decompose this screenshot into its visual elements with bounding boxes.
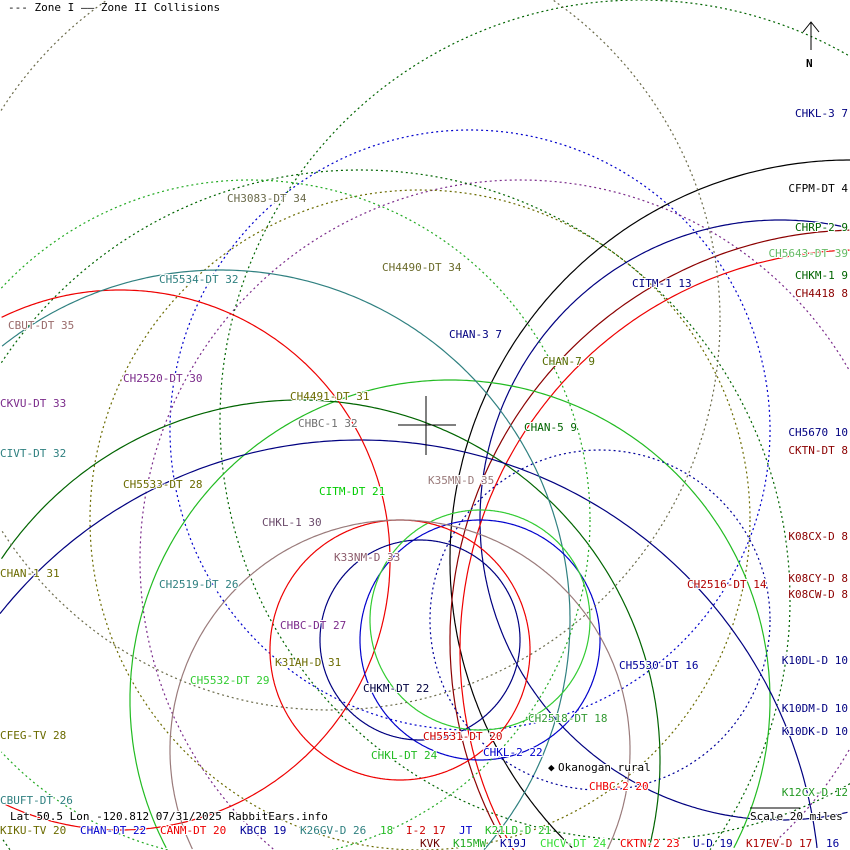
station-label: CH2516-DT 14 (687, 578, 767, 591)
station-label: CH4490-DT 34 (382, 261, 462, 274)
contour (0, 179, 591, 850)
station-labels: CHKL-3 7 CFPM-DT 4 CHRP-2 9 CH5643-DT 39 CHK… (0, 106, 849, 850)
station-label: KVK (420, 837, 440, 850)
station-label: CH5533-DT 28 (123, 478, 202, 491)
contour (139, 179, 850, 850)
station-label: CH4491-DT 31 (290, 390, 369, 403)
station-label: CHKM-DT 22 (363, 682, 429, 695)
site-label: Okanogan rural (558, 761, 651, 774)
station-label: CHKL-1 30 (262, 516, 322, 529)
station-label: CHKL-3 7 (795, 107, 848, 120)
contour (0, 169, 791, 850)
station-label: CHAN-3 7 (449, 328, 502, 341)
location-info: Lat 50.5 Lon -120.812 07/31/2025 RabbitE… (10, 810, 328, 823)
station-label: K17EV-D 17 (746, 837, 812, 850)
station-label: CHBC-1 32 (298, 417, 358, 430)
station-label: CHAN-5 9 (524, 421, 577, 434)
station-label: CHAN-7 9 (542, 355, 595, 368)
station-label: CH5531-DT 20 (423, 730, 502, 743)
station-label: CIVT-DT 32 (0, 447, 66, 460)
contour (129, 379, 771, 849)
contour (0, 0, 721, 711)
station-label: CH5534-DT 32 (159, 273, 238, 286)
station-label: K33NM-D 33 (334, 551, 400, 564)
scale-label: Scale 20 miles (750, 810, 843, 823)
station-label: 16 (826, 837, 839, 850)
station-label: K08CY-D 8 (788, 572, 848, 585)
station-label: KIKU-TV 20 (0, 824, 66, 837)
station-label: KBCB 19 (240, 824, 286, 837)
station-label: CBUT-DT 35 (8, 319, 74, 332)
station-label: CHBC-2 20 (589, 780, 649, 793)
north-arrow (802, 21, 820, 50)
station-label: CH5670 10 (788, 426, 848, 439)
station-label: CH2520-DT 30 (123, 372, 202, 385)
station-label: CFEG-TV 28 (0, 729, 66, 742)
station-label: U-D 19 (693, 837, 733, 850)
station-label: K12CX-D 12 (782, 786, 848, 799)
station-label: CHCV-DT 24 (540, 837, 607, 850)
station-label: CKTN-2 23 (620, 837, 680, 850)
contour (369, 509, 591, 731)
site-crosshair (398, 396, 456, 455)
station-label: K31AH-D 31 (275, 656, 341, 669)
station-label: I-2 17 (406, 824, 446, 837)
station-label: CKTN-DT 8 (788, 444, 848, 457)
station-label: CHKL-DT 24 (371, 749, 438, 762)
contour (319, 539, 521, 741)
station-label: K08CX-D 8 (788, 530, 848, 543)
contour (169, 129, 771, 731)
station-label: CH3083-DT 34 (227, 192, 307, 205)
station-label: CHKL-2 22 (483, 746, 543, 759)
contour (359, 519, 601, 761)
station-label: K21LD-D 21 (485, 824, 551, 837)
station-label: K19J (500, 837, 527, 850)
north-label: N (806, 57, 813, 70)
contour (89, 189, 751, 850)
station-label: CITM-DT 21 (319, 485, 385, 498)
legend-zone2: —— Zone II Collisions (81, 1, 220, 14)
contour (1, 399, 661, 848)
station-label: 18 (380, 824, 393, 837)
station-label: CH5532-DT 29 (190, 674, 269, 687)
contour (429, 449, 771, 791)
station-label: CANM-DT 20 (160, 824, 226, 837)
contour (269, 519, 531, 781)
station-label: CH5643-DT 39 (769, 247, 848, 260)
contour (459, 249, 850, 850)
contour (449, 159, 850, 849)
station-label: CHAN-DT 22 (80, 824, 146, 837)
station-label: CFPM-DT 4 (788, 182, 848, 195)
station-label: CHKM-1 9 (795, 269, 848, 282)
station-label: CBUFT-DT 26 (0, 794, 73, 807)
station-label: CITM-1 13 (632, 277, 692, 290)
station-label: K08CW-D 8 (788, 588, 848, 601)
station-label: CH5530-DT 16 (619, 659, 698, 672)
contour (0, 439, 818, 848)
contour (1, 269, 571, 850)
station-label: K15MW (453, 837, 486, 850)
station-label: K35MN-D 35 (428, 474, 494, 487)
station-label: CHAN-1 31 (0, 567, 60, 580)
station-label: CHBC-DT 27 (280, 619, 346, 632)
station-label: CH2519-DT 26 (159, 578, 238, 591)
station-label: K10DM-D 10 (782, 702, 848, 715)
station-label: CHRP-2 9 (795, 221, 848, 234)
station-label: K26GV-D 26 (300, 824, 366, 837)
station-label: K10DL-D 10 (782, 654, 848, 667)
legend-zone1: --- Zone I (8, 1, 74, 14)
station-label: CH4418 8 (795, 287, 848, 300)
station-label: K10DK-D 10 (782, 725, 848, 738)
station-label: CH2518-DT 18 (528, 712, 607, 725)
contour (219, 0, 850, 841)
contour (1, 289, 391, 831)
station-label: JT (459, 824, 473, 837)
site-marker: ◆ (548, 761, 555, 774)
station-label: CKVU-DT 33 (0, 397, 66, 410)
contour (449, 229, 850, 849)
contour (169, 519, 631, 850)
